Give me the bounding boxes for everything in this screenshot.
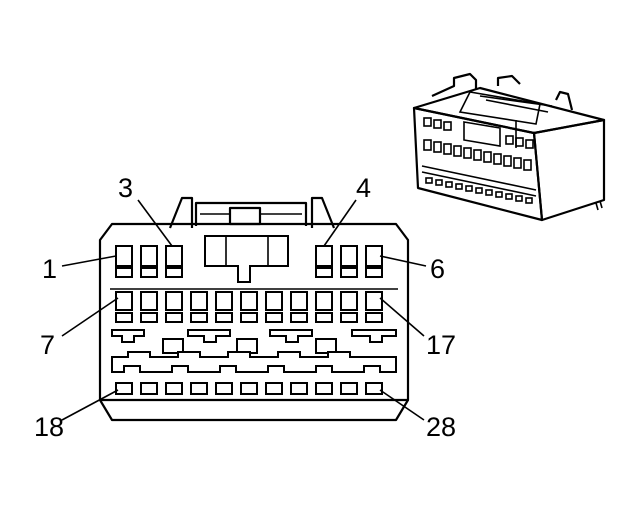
pin-label-7: 7	[40, 330, 55, 360]
pin-label-18: 18	[34, 412, 64, 442]
pin-label-17: 17	[426, 330, 456, 360]
pin-label-4: 4	[356, 173, 371, 203]
latch-band	[111, 329, 397, 354]
pin-label-28: 28	[426, 412, 456, 442]
leader-lines	[61, 199, 427, 421]
isometric-cavity-grid	[421, 117, 537, 204]
pin-label-6: 6	[430, 254, 445, 284]
cavity-row-top	[115, 245, 383, 278]
pin-label-1: 1	[42, 254, 57, 284]
connector-isometric-view	[412, 72, 606, 222]
cavity-row-second	[110, 288, 398, 323]
cavity-row-third	[111, 351, 397, 373]
cavity-row-bottom	[115, 382, 383, 395]
connector-face-view	[98, 196, 410, 422]
pin-label-3: 3	[118, 173, 133, 203]
pin-labels: 1 3 4 6 7 17 18 28	[34, 173, 456, 442]
